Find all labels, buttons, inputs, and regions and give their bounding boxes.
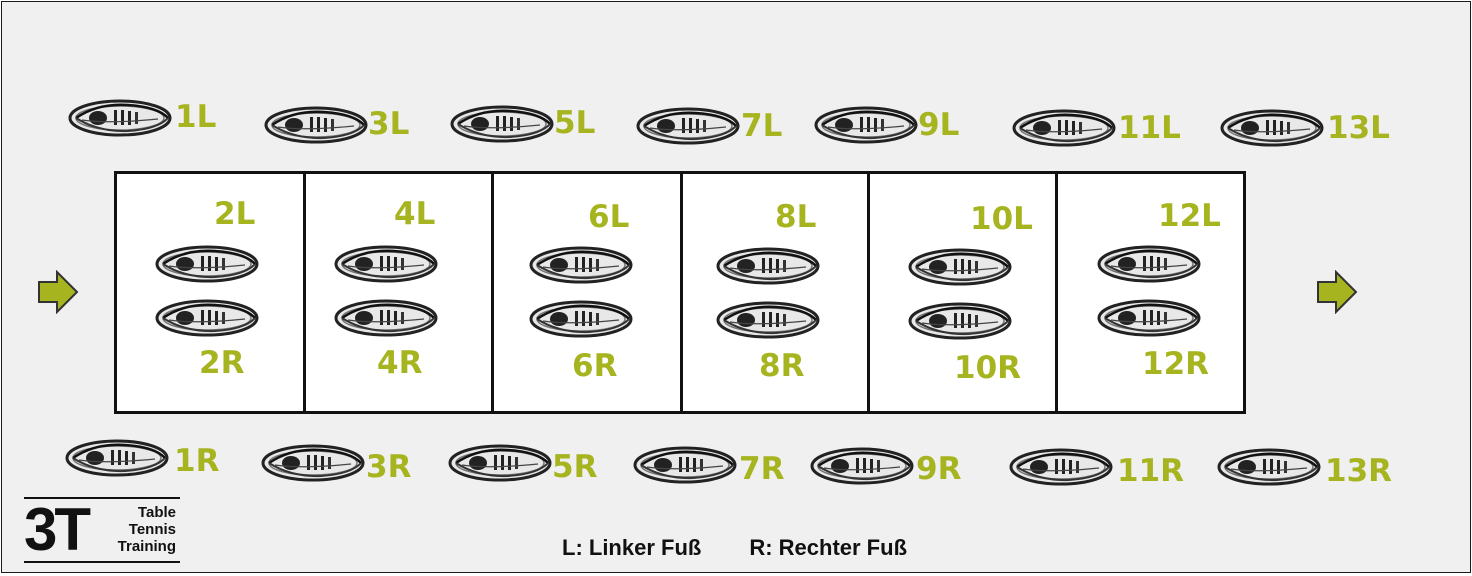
shoe-sole-icon bbox=[1097, 244, 1201, 284]
step-label-10r: 10R bbox=[954, 350, 1022, 386]
step-box-2 bbox=[303, 171, 494, 414]
logo: 3T Table Tennis Training bbox=[22, 497, 182, 565]
step-label-3l: 3L bbox=[368, 106, 410, 142]
step-label-2r: 2R bbox=[199, 345, 245, 381]
shoe-sole-icon bbox=[334, 244, 438, 284]
shoe-sole-icon bbox=[1097, 298, 1201, 338]
step-label-9l: 9L bbox=[918, 107, 960, 143]
step-label-1r: 1R bbox=[174, 443, 220, 479]
legend-left-foot: L: Linker Fuß bbox=[562, 535, 702, 560]
shoe-sole-icon bbox=[448, 443, 552, 483]
shoe-sole-icon bbox=[1217, 447, 1321, 487]
shoe-sole-icon bbox=[529, 299, 633, 339]
shoe-sole-icon bbox=[334, 298, 438, 338]
step-label-6l: 6L bbox=[588, 199, 630, 235]
step-label-5r: 5R bbox=[552, 449, 598, 485]
step-box-6 bbox=[1055, 171, 1246, 414]
step-box-5 bbox=[867, 171, 1058, 414]
shoe-sole-icon bbox=[1012, 108, 1116, 148]
logo-word-tennis: Tennis bbox=[128, 521, 176, 538]
shoe-sole-icon bbox=[908, 301, 1012, 341]
step-label-12r: 12R bbox=[1142, 346, 1210, 382]
shoe-sole-icon bbox=[810, 446, 914, 486]
shoe-sole-icon bbox=[155, 244, 259, 284]
step-label-10l: 10L bbox=[970, 201, 1033, 237]
step-label-7l: 7L bbox=[741, 108, 783, 144]
shoe-sole-icon bbox=[716, 246, 820, 286]
shoe-sole-icon bbox=[264, 105, 368, 145]
step-label-12l: 12L bbox=[1158, 198, 1221, 234]
shoe-sole-icon bbox=[261, 443, 365, 483]
step-label-11l: 11L bbox=[1118, 110, 1181, 146]
step-label-4r: 4R bbox=[377, 345, 423, 381]
step-box-3 bbox=[491, 171, 683, 414]
logo-word-training: Training bbox=[117, 538, 176, 555]
step-label-4l: 4L bbox=[394, 196, 436, 232]
shoe-sole-icon bbox=[633, 445, 737, 485]
shoe-sole-icon bbox=[68, 98, 172, 138]
shoe-sole-icon bbox=[1220, 108, 1324, 148]
step-box-1 bbox=[114, 171, 306, 414]
step-label-3r: 3R bbox=[366, 449, 412, 485]
arrow-right-icon-entry bbox=[37, 270, 79, 314]
logo-word-table: Table bbox=[137, 504, 176, 521]
step-label-8r: 8R bbox=[759, 348, 805, 384]
step-label-11r: 11R bbox=[1117, 453, 1185, 489]
step-label-6r: 6R bbox=[572, 348, 618, 384]
shoe-sole-icon bbox=[65, 438, 169, 478]
step-label-8l: 8L bbox=[775, 199, 817, 235]
shoe-sole-icon bbox=[716, 300, 820, 340]
legend-right-foot: R: Rechter Fuß bbox=[749, 535, 908, 560]
logo-mark: 3T bbox=[24, 496, 91, 563]
shoe-sole-icon bbox=[155, 298, 259, 338]
shoe-sole-icon bbox=[529, 245, 633, 285]
step-label-9r: 9R bbox=[916, 451, 962, 487]
step-label-13l: 13L bbox=[1327, 110, 1390, 146]
step-label-7r: 7R bbox=[739, 451, 785, 487]
arrow-right-icon-exit bbox=[1316, 270, 1358, 314]
legend: L: Linker Fuß R: Rechter Fuß bbox=[562, 535, 907, 561]
shoe-sole-icon bbox=[636, 106, 740, 146]
step-label-1l: 1L bbox=[175, 99, 217, 135]
shoe-sole-icon bbox=[450, 104, 554, 144]
shoe-sole-icon bbox=[814, 105, 918, 145]
step-label-13r: 13R bbox=[1325, 453, 1393, 489]
step-label-2l: 2L bbox=[214, 196, 256, 232]
shoe-sole-icon bbox=[1009, 447, 1113, 487]
shoe-sole-icon bbox=[908, 247, 1012, 287]
step-label-5l: 5L bbox=[554, 105, 596, 141]
